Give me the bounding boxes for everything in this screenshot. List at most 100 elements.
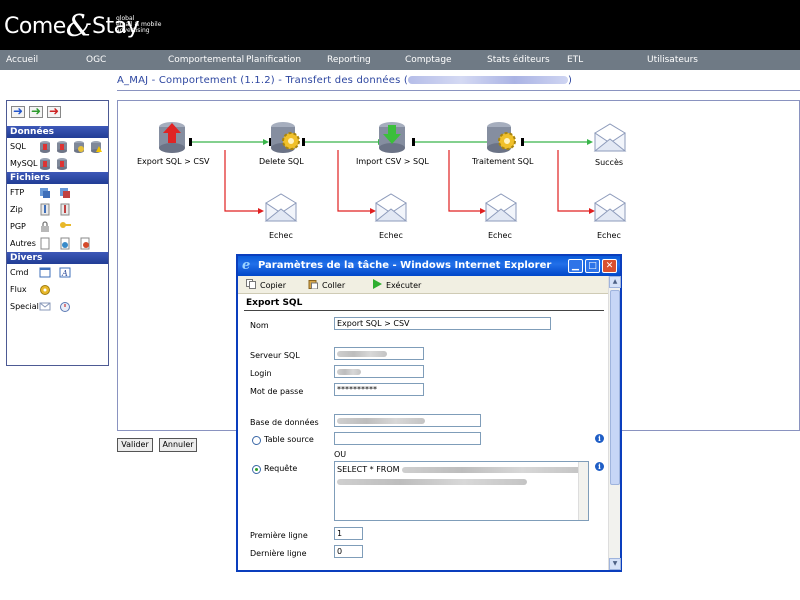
task-parameters-dialog: e Paramètres de la tâche - Windows Inter…: [236, 254, 622, 572]
node-fail-label-1: Echec: [269, 231, 293, 240]
node-delete-icon[interactable]: [269, 121, 301, 155]
palette-label-pgp: PGP: [10, 222, 26, 231]
nav-comptage[interactable]: Comptage: [405, 55, 452, 65]
valider-button[interactable]: Valider: [117, 438, 153, 452]
table-source-radio[interactable]: [252, 436, 261, 445]
node-import-label: Import CSV > SQL: [356, 157, 429, 166]
ou-separator: OU: [334, 450, 347, 459]
redacted-breadcrumb: [408, 76, 568, 84]
db-warning-icon[interactable]: [90, 140, 102, 153]
minimize-button[interactable]: ▁: [568, 259, 583, 273]
annuler-button[interactable]: Annuler: [159, 438, 197, 452]
coller-label: Coller: [322, 281, 346, 290]
nav-planification[interactable]: Planification: [246, 55, 302, 65]
copier-button[interactable]: Copier: [246, 279, 286, 290]
tagline-line-3: advertising: [116, 27, 150, 34]
redacted-database: [337, 417, 425, 424]
tagline-line-1: global: [116, 15, 135, 22]
palette-row-zip: Zip: [7, 201, 108, 218]
first-line-label: Première ligne: [250, 531, 308, 540]
redacted-login: [337, 368, 361, 375]
logo-word-come: Come: [4, 14, 66, 39]
table-source-field[interactable]: [334, 432, 481, 445]
db-export-icon[interactable]: [39, 140, 51, 153]
database-label: Base de données: [250, 418, 319, 427]
node-export-icon[interactable]: [157, 121, 187, 155]
command-window-icon[interactable]: [39, 266, 51, 279]
key-icon[interactable]: [59, 220, 71, 233]
nav-accueil[interactable]: Accueil: [6, 55, 39, 65]
arrow-blue-button[interactable]: ➜: [11, 104, 25, 118]
scroll-up-icon[interactable]: ▲: [609, 276, 621, 288]
first-line-field[interactable]: 1: [334, 527, 363, 540]
info-icon-requete[interactable]: i: [595, 462, 604, 471]
mysql-export-icon[interactable]: [39, 157, 51, 170]
task-palette: ➜ ➜ ➜ Données SQL MySQL Fichiers FTP Zip: [6, 100, 109, 366]
ftp-upload-icon[interactable]: [39, 186, 51, 199]
palette-label-special: Special: [10, 302, 39, 311]
requete-radio[interactable]: [252, 465, 261, 474]
dialog-scrollbar[interactable]: ▲ ▼: [608, 276, 621, 570]
node-fail-mail-icon-4[interactable]: [593, 193, 627, 223]
flow-gear-icon[interactable]: [39, 283, 51, 296]
nav-stats-editeurs[interactable]: Stats éditeurs: [487, 55, 550, 65]
arrow-right-green-icon: ➜: [31, 104, 42, 118]
db-process-icon[interactable]: [73, 140, 85, 153]
zip-compress-icon[interactable]: [39, 203, 51, 216]
timer-icon[interactable]: [59, 300, 71, 313]
palette-arrow-row: ➜ ➜ ➜: [7, 101, 108, 126]
palette-row-cmd: Cmd A: [7, 264, 108, 281]
arrow-green-button[interactable]: ➜: [29, 104, 43, 118]
nav-comportemental[interactable]: Comportemental: [168, 55, 245, 65]
database-field[interactable]: [334, 414, 481, 427]
logo: Come&Stay: [4, 6, 140, 44]
scroll-thumb[interactable]: [610, 290, 620, 485]
scroll-down-icon[interactable]: ▼: [609, 558, 621, 570]
node-fail-mail-icon-1[interactable]: [264, 193, 298, 223]
file-web-icon[interactable]: [59, 237, 71, 250]
nav-ogc[interactable]: OGC: [86, 55, 107, 65]
textarea-scrollbar[interactable]: [578, 462, 588, 520]
coller-button[interactable]: Coller: [308, 279, 345, 290]
paste-icon: [308, 280, 318, 289]
internet-explorer-icon: e: [242, 258, 251, 273]
script-icon[interactable]: A: [59, 266, 71, 279]
node-fail-mail-icon-3[interactable]: [484, 193, 518, 223]
nav-utilisateurs[interactable]: Utilisateurs: [647, 55, 698, 65]
nav-reporting[interactable]: Reporting: [327, 55, 371, 65]
db-import-icon[interactable]: [56, 140, 68, 153]
close-button[interactable]: ✕: [602, 259, 617, 273]
mysql-import-icon[interactable]: [56, 157, 68, 170]
password-field[interactable]: **********: [334, 383, 424, 396]
copier-label: Copier: [260, 281, 286, 290]
arrow-red-button[interactable]: ➜: [47, 104, 61, 118]
mail-icon[interactable]: [39, 300, 51, 313]
last-line-label: Dernière ligne: [250, 549, 307, 558]
last-line-field[interactable]: 0: [334, 545, 363, 558]
nom-field[interactable]: Export SQL > CSV: [334, 317, 551, 330]
node-import-icon[interactable]: [377, 121, 407, 155]
dialog-titlebar[interactable]: e Paramètres de la tâche - Windows Inter…: [238, 256, 620, 276]
serveur-sql-field[interactable]: [334, 347, 424, 360]
requete-value: SELECT * FROM: [337, 465, 400, 474]
maximize-button[interactable]: □: [585, 259, 600, 273]
node-success-mail-icon[interactable]: [593, 123, 627, 153]
file-convert-icon[interactable]: [79, 237, 91, 250]
palette-row-flux: Flux: [7, 281, 108, 298]
palette-row-pgp: PGP: [7, 218, 108, 235]
lock-icon[interactable]: [39, 220, 51, 233]
node-traitement-label: Traitement SQL: [472, 157, 534, 166]
file-icon[interactable]: [39, 237, 51, 250]
ftp-download-icon[interactable]: [59, 186, 71, 199]
login-field[interactable]: [334, 365, 424, 378]
nom-label: Nom: [250, 321, 269, 330]
palette-row-special: Special: [7, 298, 108, 315]
executer-button[interactable]: Exécuter: [372, 279, 421, 290]
info-icon-table[interactable]: i: [595, 434, 604, 443]
executer-label: Exécuter: [386, 281, 422, 290]
requete-textarea[interactable]: SELECT * FROM: [334, 461, 589, 521]
node-fail-mail-icon-2[interactable]: [374, 193, 408, 223]
node-traitement-icon[interactable]: [485, 121, 517, 155]
zip-extract-icon[interactable]: [59, 203, 71, 216]
nav-etl[interactable]: ETL: [567, 55, 584, 65]
